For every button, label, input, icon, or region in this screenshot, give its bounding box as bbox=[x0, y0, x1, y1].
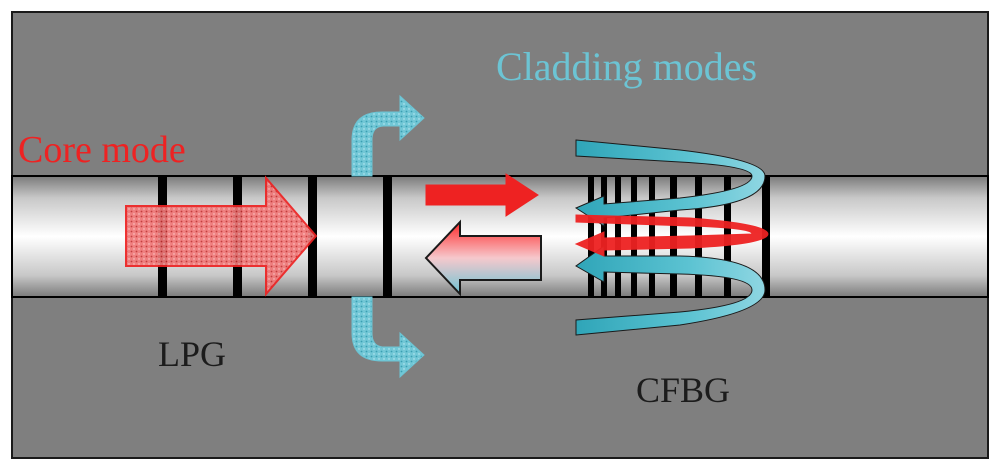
cfbg-line bbox=[615, 176, 621, 297]
core-mode-arrow bbox=[125, 175, 318, 297]
core-mode-ring bbox=[574, 214, 769, 257]
cfbg-line bbox=[631, 176, 637, 297]
core-mode-label: Core mode bbox=[18, 129, 186, 171]
forward-core-arrow bbox=[425, 173, 539, 217]
cladding-escape-up-arrow bbox=[351, 94, 425, 177]
lpg-label: LPG bbox=[158, 334, 226, 374]
lpg-line bbox=[383, 176, 392, 297]
cladding-ring-bottom bbox=[575, 245, 766, 336]
cladding-modes-label: Cladding modes bbox=[496, 44, 757, 89]
cladding-escape-down-arrow bbox=[351, 296, 425, 379]
cfbg-line bbox=[588, 176, 594, 297]
cladding-mode-rings bbox=[574, 139, 769, 336]
cfbg-label: CFBG bbox=[636, 370, 730, 410]
reflected-arrow bbox=[424, 219, 542, 297]
